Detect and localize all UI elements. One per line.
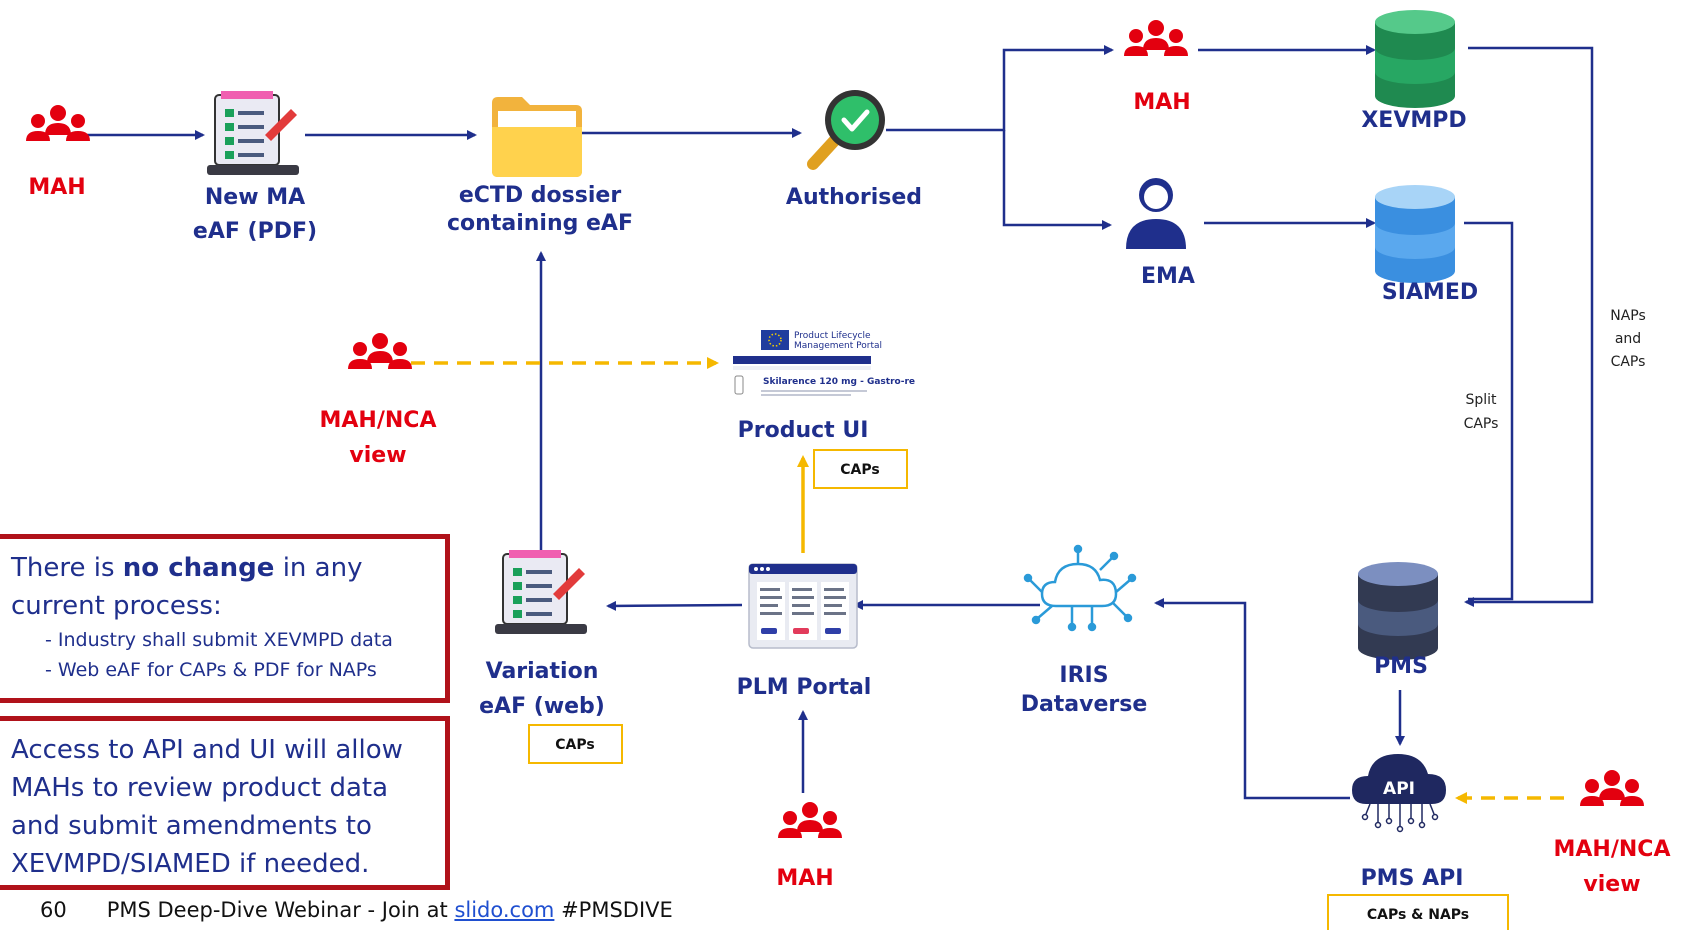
label-plm-portal: PLM Portal <box>737 675 872 700</box>
slido-link[interactable]: slido.com <box>454 898 555 922</box>
label-iris-line1: IRIS <box>1059 663 1108 688</box>
footer-hashtag: #PMSDIVE <box>561 898 673 922</box>
tag-variation-caps-text: CAPs <box>555 737 594 753</box>
arrow-authorised-to-ema <box>1002 130 1112 230</box>
view-arrows <box>411 357 1564 804</box>
note1-prefix: There is <box>11 553 123 583</box>
cloud-network-icon-iris <box>1023 544 1137 632</box>
label-pms-api: PMS API <box>1361 866 1464 891</box>
label-mah-nca-left-line2: view <box>349 443 406 468</box>
note-no-change: There is no change in any current proces… <box>0 534 450 703</box>
portal-header-line1: Product Lifecycle <box>794 331 871 341</box>
label-new-ma-line2: eAF (PDF) <box>193 219 317 244</box>
label-new-ma-line1: New MA <box>205 185 305 210</box>
label-variation-line2: eAF (web) <box>479 694 605 719</box>
note2-line2: MAHs to review product data <box>11 773 389 803</box>
arrow-plm-to-variation <box>606 600 743 611</box>
label-xevmpd: XEVMPD <box>1361 108 1466 133</box>
database-icon-pms <box>1358 562 1438 660</box>
arrow-siamed-to-pms <box>1464 221 1514 601</box>
tag-variation-caps: CAPs <box>528 724 623 764</box>
label-ema: EMA <box>1141 264 1195 289</box>
note1-bold: no change <box>122 553 275 583</box>
arrow-xevmpd-to-pms <box>1464 46 1594 607</box>
note2-line1: Access to API and UI will allow <box>11 735 403 765</box>
label-mah-left: MAH <box>28 175 85 200</box>
api-badge-label: API <box>1383 779 1415 799</box>
people-icon-mah-top <box>1124 20 1188 56</box>
label-authorised: Authorised <box>786 185 922 210</box>
people-icon-mah-bottom <box>778 802 842 838</box>
portal-header-line2: Management Portal <box>794 341 882 351</box>
api-cloud-icon: API <box>1352 754 1446 833</box>
label-mah-nca-left-line1: MAH/NCA <box>320 408 437 433</box>
arrow-authorised-to-mah <box>886 45 1114 132</box>
magnifier-check-icon <box>807 90 885 170</box>
eu-flag-icon <box>761 330 789 350</box>
label-product-ui: Product UI <box>738 418 869 443</box>
label-mah-nca-right-line1: MAH/NCA <box>1554 837 1671 862</box>
label-ectd-line1: eCTD dossier <box>459 183 622 208</box>
note1-bullet1: - Industry shall submit XEVMPD data <box>45 629 393 651</box>
label-pms: PMS <box>1374 654 1428 679</box>
edge-label-split-line2: CAPs <box>1464 416 1499 432</box>
note1-line1: There is no change in any <box>11 549 445 587</box>
tag-product-ui-caps-text: CAPs <box>840 462 879 478</box>
label-siamed: SIAMED <box>1382 280 1478 305</box>
database-icon-xevmpd <box>1375 10 1455 108</box>
flow-arrows <box>84 45 1594 800</box>
folder-icon-ectd <box>492 97 582 177</box>
laptop-form-icon-new-ma <box>207 91 299 175</box>
label-mah-bottom: MAH <box>776 866 833 891</box>
laptop-form-icon-variation <box>495 550 587 634</box>
database-icon-siamed <box>1375 185 1455 283</box>
label-mah-nca-right-line2: view <box>1583 872 1640 897</box>
edge-label-naps-line1: NAPs <box>1610 308 1646 324</box>
people-icon-mah-nca-left <box>348 333 412 369</box>
tag-pms-api-text: CAPs & NAPs <box>1367 907 1469 923</box>
edge-label-naps-line3: CAPs <box>1611 354 1646 370</box>
label-iris-line2: Dataverse <box>1021 692 1148 717</box>
tag-product-ui-caps: CAPs <box>813 449 908 489</box>
note-api-access: Access to API and UI will allow MAHs to … <box>0 716 450 890</box>
label-ectd-line2: containing eAF <box>447 211 633 236</box>
portal-window-icon-plm <box>748 563 858 649</box>
label-variation-line1: Variation <box>486 659 599 684</box>
portal-product-title: Skilarence 120 mg - Gastro-re <box>763 377 915 387</box>
tag-pms-api-caps-naps: CAPs & NAPs <box>1327 894 1509 930</box>
edge-label-split-line1: Split <box>1465 392 1497 408</box>
label-mah-top: MAH <box>1133 90 1190 115</box>
footer-text: PMS Deep-Dive Webinar - Join at <box>106 898 448 922</box>
note1-suffix: in any <box>274 553 363 583</box>
note1-line2: current process: <box>11 591 222 621</box>
person-icon-ema <box>1126 178 1186 249</box>
slide-footer: 60 PMS Deep-Dive Webinar - Join at slido… <box>40 898 673 922</box>
product-ui-screenshot: Product Lifecycle Management Portal Skil… <box>733 320 915 402</box>
people-icon-mah-nca-right <box>1580 770 1644 806</box>
page-number: 60 <box>40 898 67 922</box>
arrow-api-to-iris <box>1154 598 1350 800</box>
note2-line4: XEVMPD/SIAMED if needed. <box>11 849 370 879</box>
edge-label-naps-line2: and <box>1615 331 1641 347</box>
people-icon-mah-left <box>26 105 90 141</box>
note1-bullet2: - Web eAF for CAPs & PDF for NAPs <box>45 659 377 681</box>
note2-line3: and submit amendments to <box>11 811 372 841</box>
